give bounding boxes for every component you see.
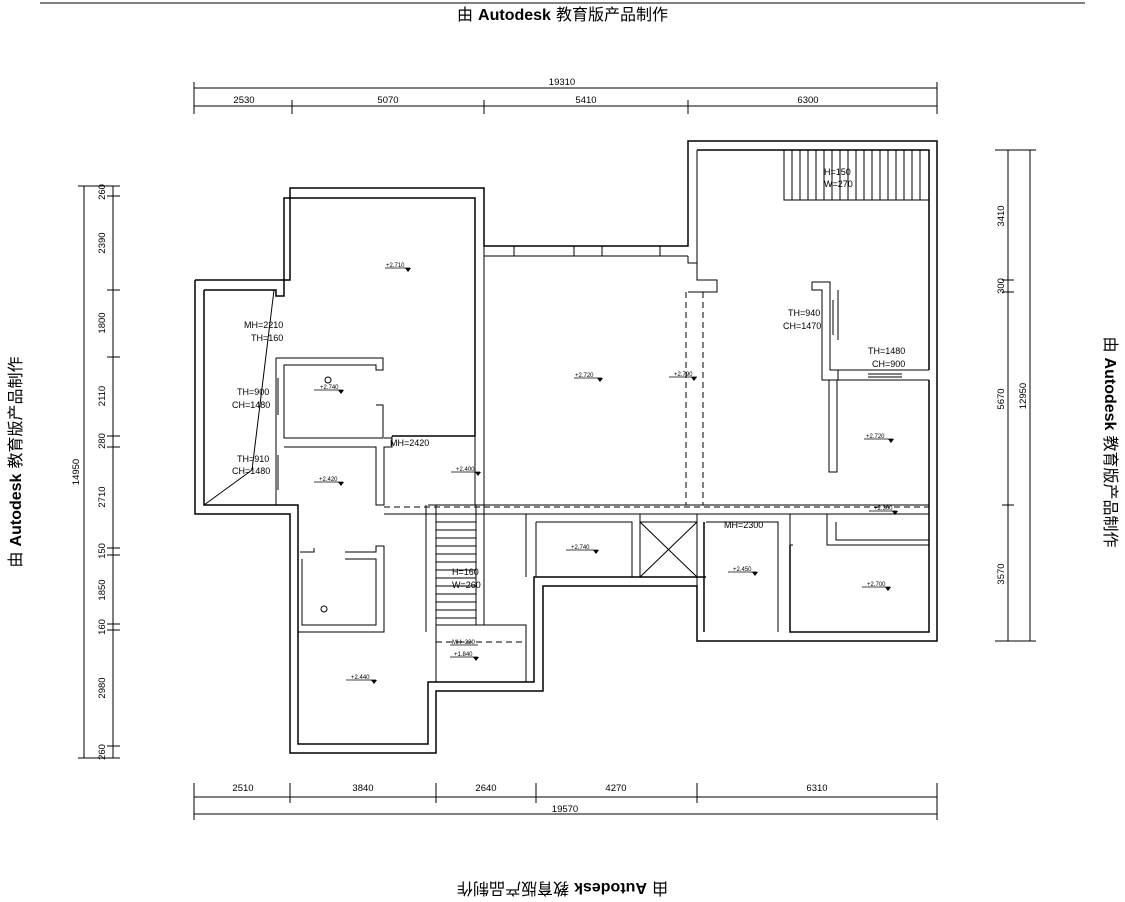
exterior-walls xyxy=(194,140,938,754)
dim-left-1: 260 xyxy=(97,184,108,200)
fixture-circle-2 xyxy=(320,605,328,613)
label-ch1480-a: CH=1480 xyxy=(232,400,270,410)
svg-text:+2.740: +2.740 xyxy=(571,545,590,551)
elevation-marker: MH=220 xyxy=(450,640,478,646)
dim-left-5: 280 xyxy=(97,433,108,449)
stair-top-h: H=150 xyxy=(824,167,851,177)
diagonal-lines xyxy=(203,289,698,578)
dim-left-9: 160 xyxy=(97,619,108,635)
label-ch1470: CH=1470 xyxy=(783,321,821,331)
annotation-labels: H=150 W=270 MH=2210 TH=160 TH=900 CH=148… xyxy=(232,167,905,590)
svg-text:+2.300: +2.300 xyxy=(874,506,893,512)
stair-mid-w: W=260 xyxy=(452,580,481,590)
svg-text:+2.700: +2.700 xyxy=(867,582,886,588)
stair-top-right xyxy=(783,149,930,201)
dim-left-7: 150 xyxy=(97,543,108,559)
elevation-marker: +2.300 xyxy=(869,506,898,515)
watermark-top: 由 Autodesk 教育版产品制作 xyxy=(456,5,669,24)
dim-right-total: 12950 xyxy=(1018,383,1029,409)
elevation-marker: +2.700 xyxy=(862,582,891,591)
dim-top-4: 6300 xyxy=(797,95,818,106)
elevation-marker: +1.840 xyxy=(450,652,479,661)
fixture-circle-1 xyxy=(324,376,332,384)
window-marks xyxy=(277,246,902,490)
bottom-dimension-lines xyxy=(193,783,938,820)
label-th1480: TH=1480 xyxy=(868,346,905,356)
elevation-marker: +2.420 xyxy=(314,477,344,486)
dim-right-2: 300 xyxy=(996,278,1007,294)
dim-right-3: 5670 xyxy=(996,388,1007,409)
label-mh2210: MH=2210 xyxy=(244,320,283,330)
svg-text:+2.440: +2.440 xyxy=(351,675,370,681)
label-th900: TH=900 xyxy=(237,387,269,397)
dim-left-4: 2110 xyxy=(97,386,108,406)
dim-top-total: 19310 xyxy=(549,77,575,88)
left-dimension-lines xyxy=(78,185,120,759)
elevation-marker: +2.790 xyxy=(669,372,697,381)
stair-mid-h: H=160 xyxy=(452,567,479,577)
svg-text:+2.450: +2.450 xyxy=(733,567,752,573)
elevation-markers: +2.710 +2.740 +2.720 +2.790 +2.720 +2.40… xyxy=(314,263,898,684)
dim-left-6: 2710 xyxy=(97,486,108,507)
svg-text:+2.710: +2.710 xyxy=(386,263,405,269)
dim-right-1: 3410 xyxy=(996,205,1007,226)
svg-text:+2.790: +2.790 xyxy=(674,372,693,378)
label-mh2420: MH=2420 xyxy=(390,438,429,448)
dim-bottom-total: 19570 xyxy=(552,804,578,815)
elevation-marker: +2.710 xyxy=(385,263,411,272)
label-ch900: CH=900 xyxy=(872,359,905,369)
top-dimension-lines xyxy=(193,82,938,114)
elevation-marker: +2.740 xyxy=(314,385,344,394)
dim-top-2: 5070 xyxy=(377,95,398,106)
label-th160: TH=160 xyxy=(251,333,283,343)
dim-bottom-3: 2640 xyxy=(475,783,496,794)
label-th940: TH=940 xyxy=(788,308,820,318)
dim-bottom-5: 6310 xyxy=(806,783,827,794)
stair-middle xyxy=(436,521,476,619)
elevation-marker: +2.720 xyxy=(864,434,894,443)
elevation-marker: +2.720 xyxy=(574,373,603,382)
dim-left-3: 1800 xyxy=(97,312,108,333)
svg-text:MH=220: MH=220 xyxy=(452,640,476,646)
dim-left-11: 260 xyxy=(97,744,108,760)
dim-right-4: 3570 xyxy=(996,563,1007,584)
dim-bottom-1: 2510 xyxy=(232,783,253,794)
svg-text:+2.720: +2.720 xyxy=(575,373,594,379)
right-dimension-lines xyxy=(995,149,1036,642)
dashed-lines xyxy=(384,292,929,643)
stair-top-w: W=270 xyxy=(824,179,853,189)
elevation-marker: +2.450 xyxy=(728,567,758,576)
dim-left-total: 14950 xyxy=(71,459,82,485)
svg-text:+2.740: +2.740 xyxy=(320,385,339,391)
label-mh2300: MH=2300 xyxy=(724,520,763,530)
dim-bottom-2: 3840 xyxy=(352,783,373,794)
svg-text:+1.840: +1.840 xyxy=(454,652,473,658)
elevation-marker: +2.400 xyxy=(451,467,481,476)
dim-top-1: 2530 xyxy=(233,95,254,106)
label-ch1480-b: CH=1480 xyxy=(232,466,270,476)
svg-text:+2.400: +2.400 xyxy=(456,467,475,473)
dim-bottom-4: 4270 xyxy=(605,783,626,794)
dim-top-3: 5410 xyxy=(575,95,596,106)
dim-left-2: 2390 xyxy=(97,232,108,253)
elevation-marker: +2.440 xyxy=(346,675,377,684)
dim-left-8: 1850 xyxy=(97,579,108,600)
svg-text:+2.420: +2.420 xyxy=(319,477,338,483)
svg-text:+2.720: +2.720 xyxy=(866,434,885,440)
interior-walls xyxy=(275,150,929,682)
elevation-marker: +2.740 xyxy=(566,545,599,554)
dim-left-10: 2980 xyxy=(97,677,108,698)
label-th910: TH=910 xyxy=(237,454,269,464)
